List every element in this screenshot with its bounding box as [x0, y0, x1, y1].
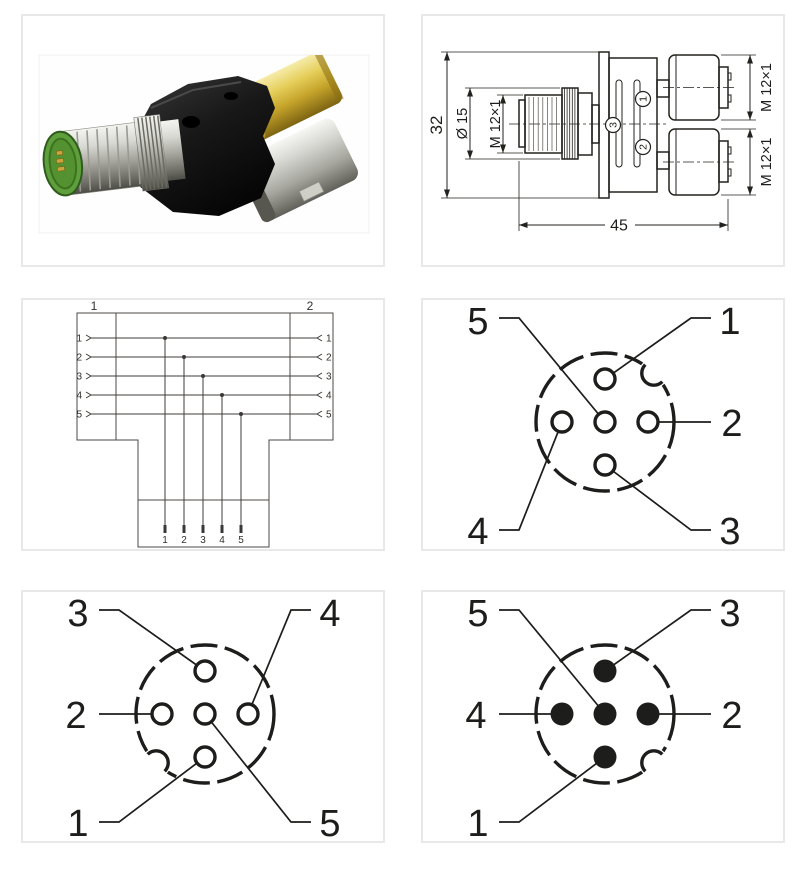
pinout-female-b: 5 3 4 2 1	[465, 593, 742, 841]
dim-diameter: Ø 15	[455, 108, 471, 139]
pinout-male: 5 1 2 3 4	[467, 301, 742, 549]
centerlines	[509, 87, 735, 163]
right-pin-3: 3	[326, 372, 332, 383]
pins	[550, 367, 660, 477]
circled-port-numbers: 3 1 2	[604, 90, 652, 156]
pin-label-1: 1	[719, 301, 740, 343]
pinout-female-a: 3 4 2 1 5	[65, 593, 340, 841]
pin-label-2: 2	[65, 695, 86, 737]
pins	[150, 659, 260, 769]
wiring-diagram: 1 2	[76, 300, 334, 548]
bottom-pin-1: 1	[162, 535, 168, 546]
bottom-pin-labels: 1 2 3 4 5	[162, 535, 244, 546]
pin-label-5: 5	[319, 803, 340, 841]
dim-overall-height: 32	[427, 116, 446, 135]
pin-label-4: 4	[467, 511, 488, 549]
keyway-notch	[146, 749, 170, 773]
circled-1: 1	[638, 96, 650, 102]
junction-dots	[163, 336, 243, 416]
pin-label-3: 3	[67, 593, 88, 635]
left-pin-4: 4	[76, 391, 82, 402]
pin-label-5: 5	[467, 301, 488, 343]
right-pin-2: 2	[326, 353, 332, 364]
pin-label-1: 1	[67, 803, 88, 841]
connector-face-outline	[534, 351, 676, 493]
dimension-arrows	[444, 52, 753, 228]
keyway-notch	[640, 749, 664, 773]
left-pin-1: 1	[76, 334, 82, 345]
pin-label-3: 3	[719, 593, 740, 635]
housing-outline	[76, 312, 334, 548]
dim-overall-length: 45	[610, 218, 628, 235]
right-pin-labels: 1 2 3 4 5	[326, 334, 332, 421]
right-pin-5: 5	[326, 410, 332, 421]
dimension-drawing-panel: 3 1 2 32 Ø 15 M 12×1 45 M 12×1 M 12×1	[421, 14, 785, 267]
product-photo-panel	[21, 14, 385, 267]
dim-port2-thread: M 12×1	[759, 138, 775, 187]
bottom-pin-3: 3	[200, 535, 206, 546]
connector-photo-illustration	[42, 55, 358, 223]
pin-label-2: 2	[721, 695, 742, 737]
pin-label-4: 4	[319, 593, 340, 635]
right-pin-4: 4	[326, 391, 332, 402]
left-pin-3: 3	[76, 372, 82, 383]
thread-lines	[528, 97, 557, 151]
connector1-label: 1	[91, 300, 98, 313]
keyway-notch	[640, 363, 664, 387]
part-details	[615, 55, 732, 195]
connector-face-outline	[134, 643, 276, 785]
dimension-drawing: 3 1 2 32 Ø 15 M 12×1 45 M 12×1 M 12×1	[427, 51, 775, 235]
bottom-pin-5: 5	[238, 535, 244, 546]
connector-face-outline	[534, 643, 676, 785]
wiring-diagram-panel: 1 2	[21, 298, 385, 551]
circled-3: 3	[608, 122, 620, 128]
male-connector	[42, 114, 186, 197]
terminals	[163, 525, 243, 533]
part-outline	[518, 51, 729, 199]
pinout-male-panel: 5 1 2 3 4	[421, 298, 785, 551]
right-pin-1: 1	[326, 334, 332, 345]
dim-port1-thread: M 12×1	[759, 63, 775, 112]
pin-label-2: 2	[721, 403, 742, 445]
pinout-female-a-panel: 3 4 2 1 5	[21, 590, 385, 843]
knurl-hatch	[564, 88, 576, 159]
connector2-label: 2	[307, 300, 314, 313]
product-photo	[38, 54, 370, 234]
left-pin-2: 2	[76, 353, 82, 364]
pins	[550, 659, 660, 769]
left-pin-5: 5	[76, 410, 82, 421]
pin-label-4: 4	[465, 695, 486, 737]
dim-male-thread: M 12×1	[488, 100, 504, 149]
pin-label-3: 3	[719, 511, 740, 549]
pin-label-1: 1	[467, 803, 488, 841]
bottom-pin-2: 2	[181, 535, 187, 546]
circled-2: 2	[638, 144, 650, 150]
left-pin-labels: 1 2 3 4 5	[76, 334, 82, 421]
bottom-pin-4: 4	[219, 535, 225, 546]
wires	[85, 334, 323, 525]
dimension-lines	[446, 52, 751, 226]
extension-lines	[441, 51, 756, 231]
pinout-female-b-panel: 5 3 4 2 1	[421, 590, 785, 843]
pin-label-5: 5	[467, 593, 488, 635]
